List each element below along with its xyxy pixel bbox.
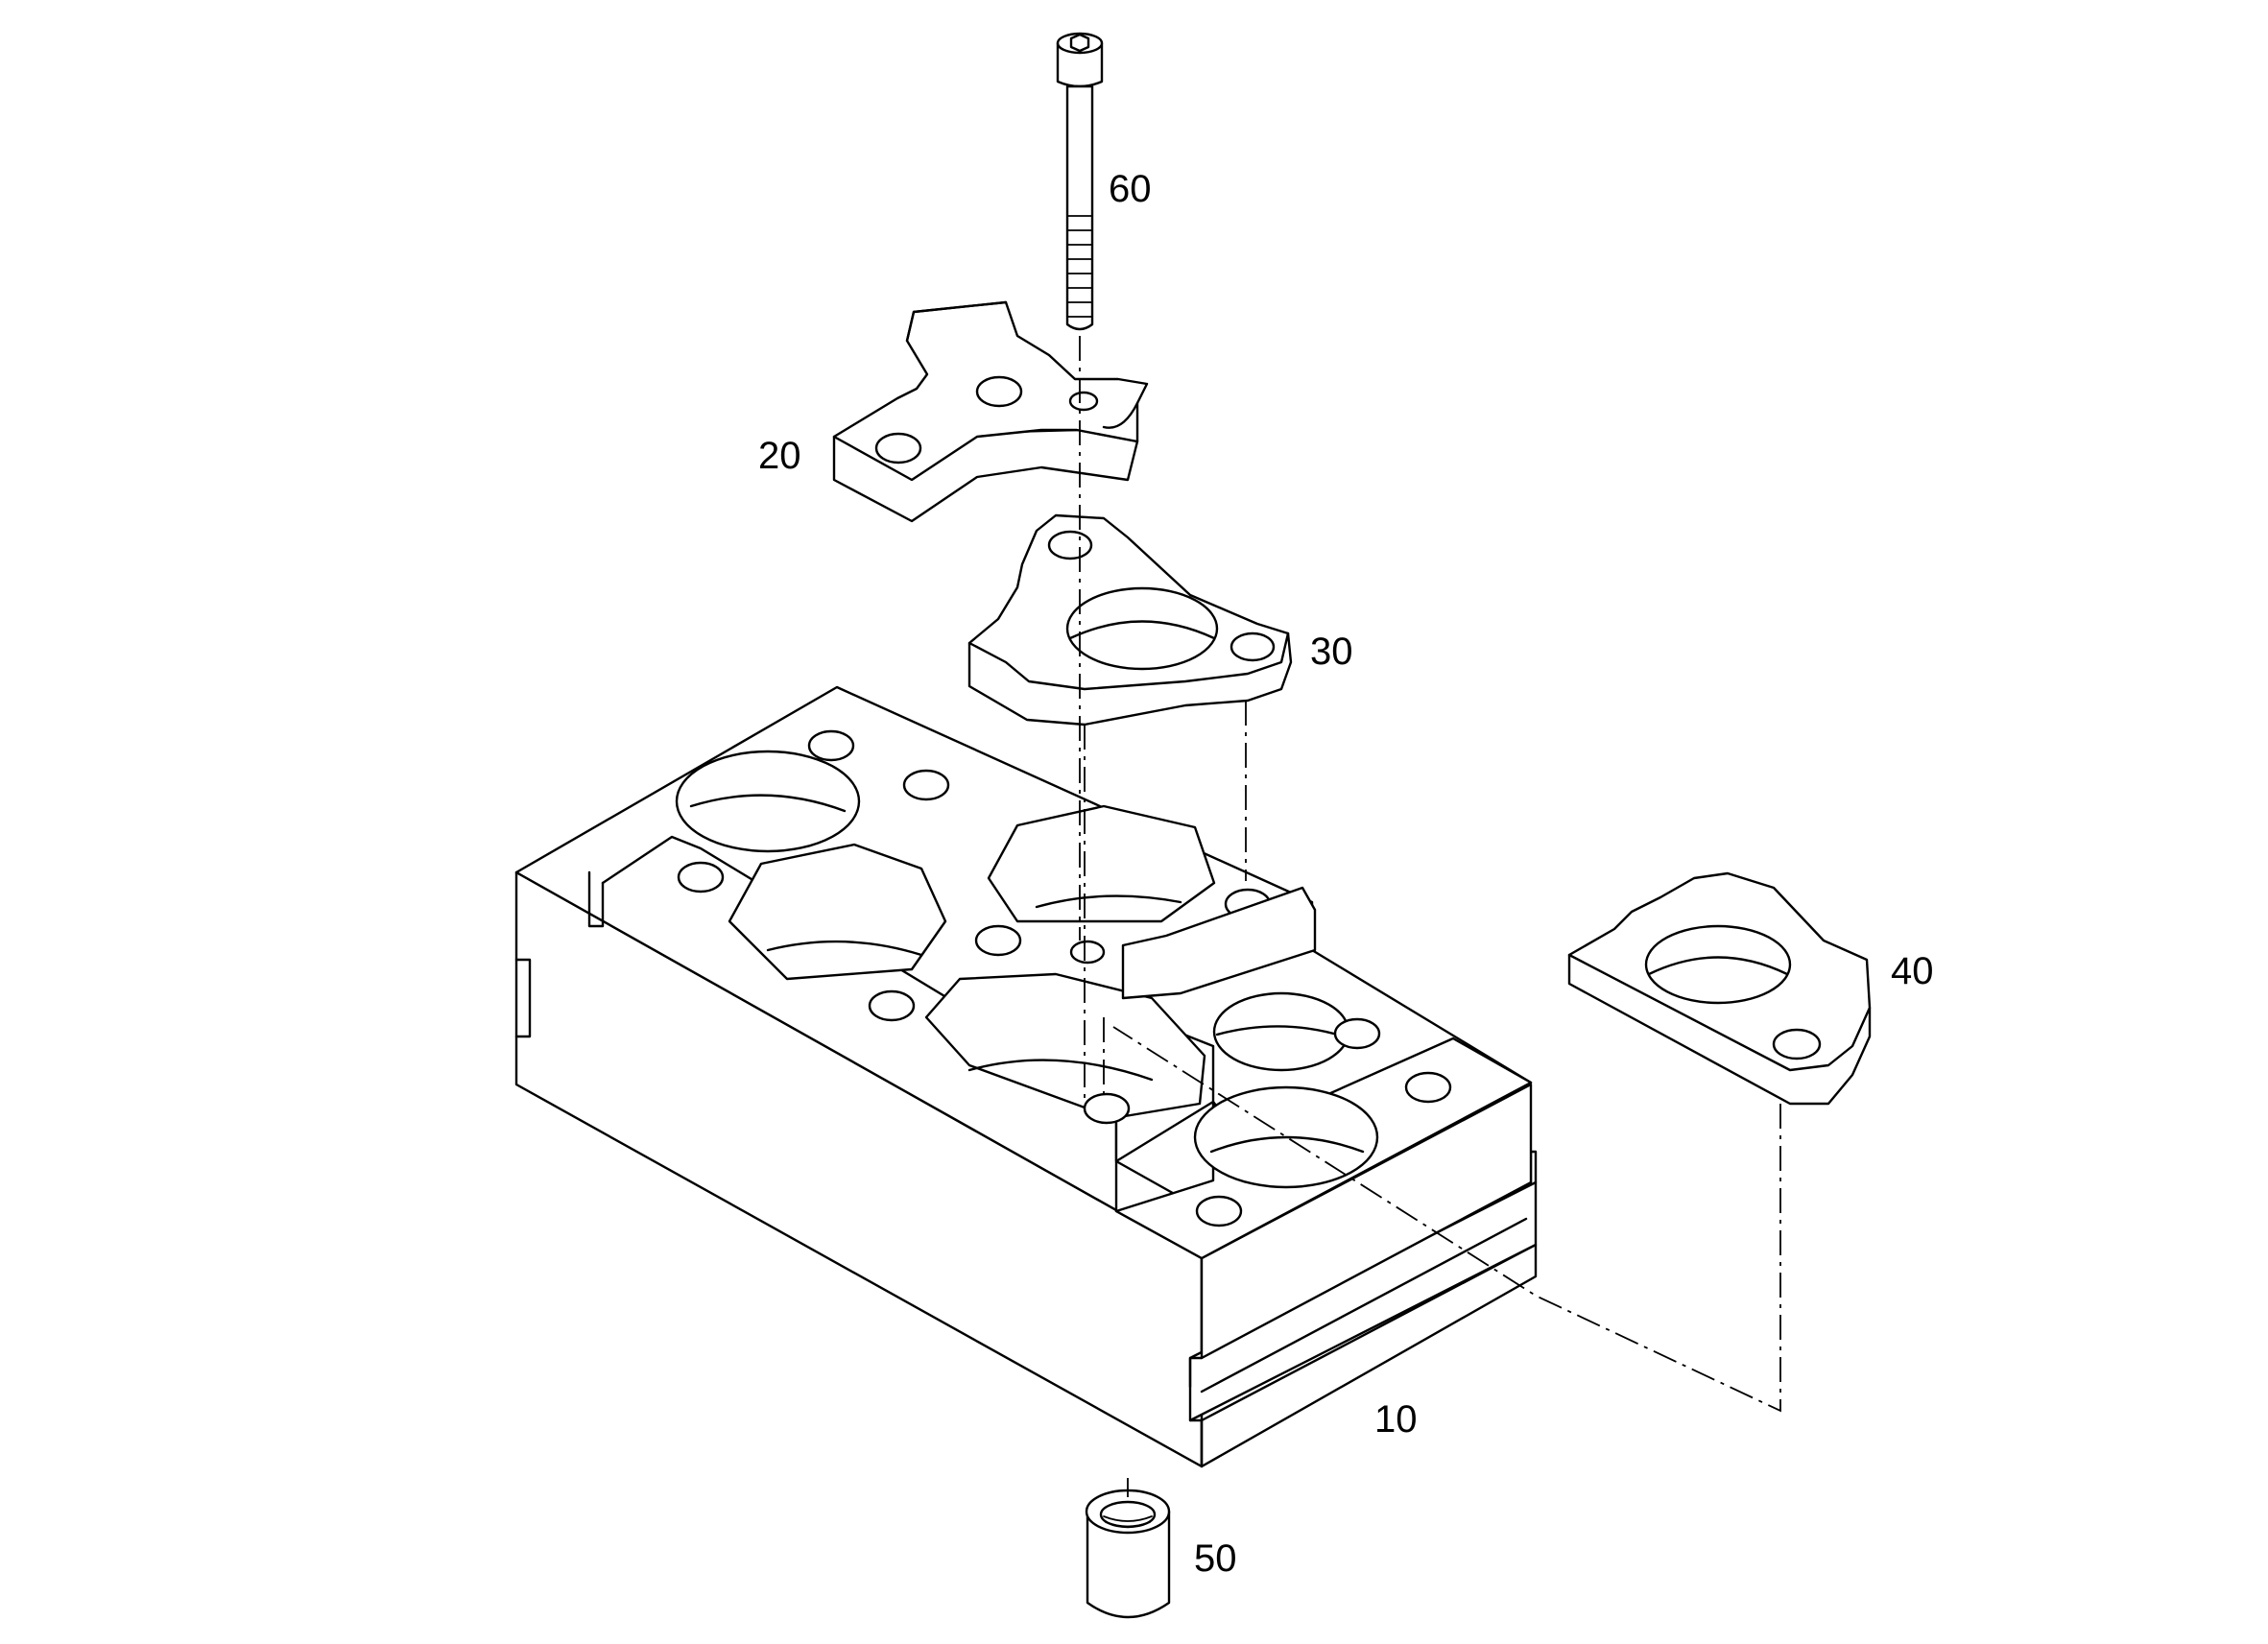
callout-10: 10 [1374, 1398, 1418, 1441]
assembly-centerlines [1079, 336, 1781, 1497]
socket-head-screw-part-60 [1056, 32, 1104, 331]
callout-30: 30 [1310, 631, 1353, 673]
callout-20: 20 [758, 435, 801, 477]
callout-60: 60 [1109, 168, 1152, 210]
threaded-sleeve-part-50 [1085, 1489, 1171, 1619]
spacer-plate-part-30 [967, 513, 1293, 727]
base-block-part-10 [514, 685, 1538, 1468]
locator-plate-part-40 [1567, 871, 1872, 1106]
clamp-plate-part-20 [832, 300, 1149, 523]
callout-50: 50 [1194, 1537, 1237, 1580]
callout-40: 40 [1891, 950, 1934, 992]
